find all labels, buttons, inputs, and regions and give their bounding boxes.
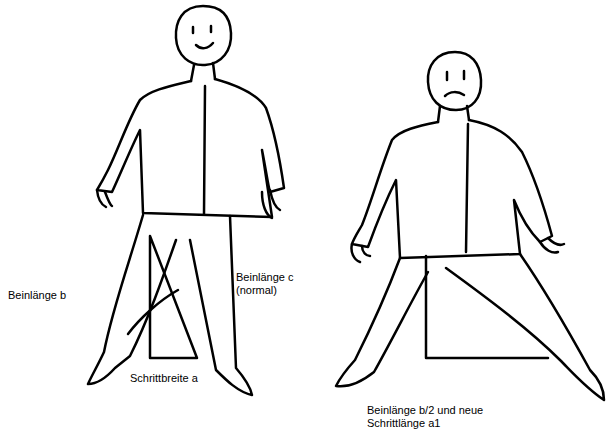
- neck: [438, 106, 469, 122]
- head: [428, 52, 481, 110]
- hand: [262, 190, 280, 218]
- hand: [97, 190, 112, 207]
- head: [176, 6, 231, 65]
- dimension-label: Beinlänge b: [8, 289, 98, 302]
- eye: [463, 71, 466, 79]
- leg: [336, 258, 428, 386]
- dimension-label: Beinlänge c (normal): [236, 271, 308, 297]
- jacket-seam: [466, 124, 468, 252]
- leg-triangle: [150, 236, 197, 358]
- jacket-seam: [204, 86, 205, 214]
- caption-note: Beinlänge b/2 und neue Schrittlänge a1: [367, 404, 485, 430]
- neck: [191, 63, 215, 81]
- leg: [446, 254, 604, 400]
- eye: [446, 72, 449, 80]
- right-angle: [426, 256, 548, 358]
- mouth: [445, 92, 464, 96]
- jacket: [352, 120, 552, 258]
- dimension-label: Schrittbreite a: [130, 372, 202, 385]
- leg: [190, 216, 252, 395]
- hand: [351, 244, 370, 262]
- jacket: [97, 79, 284, 217]
- eye: [192, 27, 195, 33]
- hand: [540, 238, 564, 253]
- leader-line: [128, 290, 178, 334]
- eye: [210, 26, 213, 32]
- mouth: [196, 43, 213, 48]
